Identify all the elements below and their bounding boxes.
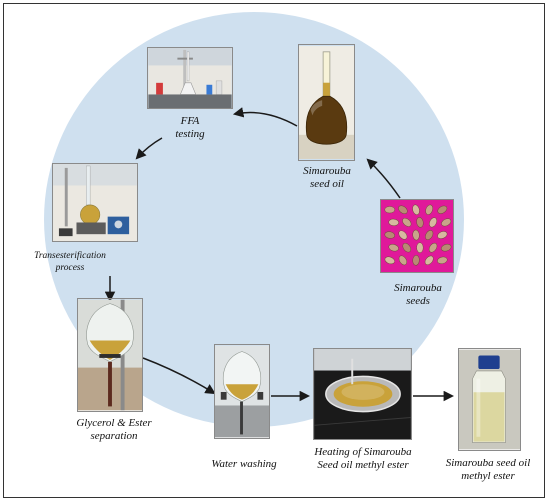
label-transesterification: Transesterification process	[34, 251, 106, 273]
separating-funnel-photo	[77, 298, 143, 412]
label-heating: Heating of Simarouba Seed oil methyl est…	[314, 446, 412, 471]
label-seed-oil: Simarouba seed oil	[303, 165, 351, 190]
arrow-ffa-to-trans	[135, 137, 163, 160]
ester-bottle-photo	[458, 348, 521, 451]
seed	[398, 205, 408, 215]
seed	[388, 218, 399, 226]
washing-funnel-photo	[214, 344, 270, 439]
seed	[437, 205, 448, 214]
seed	[416, 242, 424, 253]
seed	[441, 218, 452, 227]
seed	[424, 255, 434, 265]
arrow-oil-to-ffa	[232, 107, 298, 127]
reactor-stirrer-photo	[52, 163, 138, 242]
seed	[398, 255, 408, 266]
seed	[416, 217, 424, 228]
seed	[425, 230, 434, 240]
arrow-separation-to-washing	[142, 357, 216, 395]
seed	[412, 229, 420, 241]
seed	[412, 204, 420, 215]
seed	[384, 231, 396, 239]
seed	[441, 243, 452, 252]
seed	[384, 206, 396, 214]
seed	[429, 217, 438, 228]
seed	[425, 204, 433, 215]
seed	[412, 255, 420, 266]
hotplate-pan-photo	[313, 348, 412, 440]
seed	[437, 256, 448, 264]
seed	[437, 231, 448, 239]
volumetric-flask-photo	[298, 44, 355, 161]
seed	[428, 242, 438, 253]
seed	[388, 243, 399, 252]
seed	[402, 242, 412, 253]
seeds-photo	[380, 199, 454, 273]
label-separation: Glycerol & Ester separation	[76, 417, 152, 442]
seed	[384, 256, 395, 265]
label-seeds: Simarouba seeds	[394, 282, 442, 307]
seed	[402, 217, 412, 227]
seed	[398, 230, 408, 240]
arrow-seeds-to-oil	[366, 158, 401, 199]
label-ffa-testing: FFA testing	[175, 115, 205, 140]
titration-setup-photo	[147, 47, 233, 109]
label-methyl-ester: Simarouba seed oil methyl ester	[445, 457, 531, 482]
label-water-washing: Water washing	[211, 458, 277, 470]
